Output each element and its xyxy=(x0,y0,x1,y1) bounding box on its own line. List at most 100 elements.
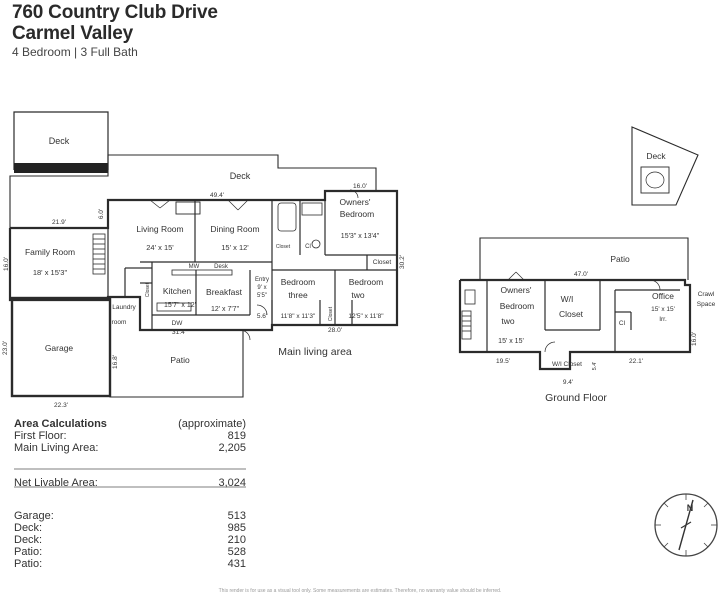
label-closet-small1: Closet xyxy=(145,282,151,297)
area-calculations: Area Calculations (approximate) First Fl… xyxy=(14,418,246,570)
label-bed3-2: three xyxy=(288,290,308,300)
dim-family-room: 18' x 15'3" xyxy=(33,268,68,277)
label-owners-2: Bedroom xyxy=(340,209,375,219)
dim-30-2: 30.2' xyxy=(399,255,406,269)
main-floor-plan xyxy=(8,111,399,398)
label-laundry-2: room xyxy=(112,319,127,326)
dim-31-4: 31.4' xyxy=(172,329,186,336)
dim-21-9: 21.9' xyxy=(52,219,66,226)
ground-interior-walls xyxy=(486,280,680,352)
label-deck-upper: Deck xyxy=(49,136,70,146)
kitchen-counter-icon xyxy=(171,269,233,276)
shower-icon xyxy=(301,202,323,216)
compass-north-label: N xyxy=(687,503,694,513)
area-net-value: 3,024 xyxy=(218,477,246,489)
label-dining-room: Dining Room xyxy=(210,224,259,234)
ground-patio-outline xyxy=(479,237,689,280)
area-label: Deck: xyxy=(14,522,43,534)
label-mw: MW xyxy=(189,264,200,270)
dim-ground-owners: 15' x 15' xyxy=(498,338,524,345)
toilet-icon xyxy=(311,239,321,249)
dim-living-room: 24' x 15' xyxy=(146,243,174,252)
ground-stairs-icon xyxy=(461,310,472,340)
area-label: Main Living Area: xyxy=(14,442,99,454)
label-breakfast: Breakfast xyxy=(206,287,243,297)
hot-tub-basin-icon xyxy=(645,171,665,189)
label-entry-2: 9' x xyxy=(257,285,266,291)
property-city: Carmel Valley xyxy=(12,23,133,44)
label-entry-1: Entry xyxy=(255,277,269,283)
label-closet-hall: Closet xyxy=(276,244,291,250)
area-net-row: Net Livable Area: 3,024 xyxy=(14,477,246,489)
upper-deck-outline xyxy=(13,111,109,170)
area-label: Patio: xyxy=(14,546,43,558)
label-ground-owners-2: Bedroom xyxy=(500,301,535,311)
label-wi-1: W/I xyxy=(561,294,574,304)
dim-owners: 15'3" x 13'4" xyxy=(341,233,380,240)
label-wi-2: Closet xyxy=(559,309,584,319)
deck-railing-bar xyxy=(14,163,108,173)
area-heading: Area Calculations xyxy=(14,418,107,430)
label-family-room: Family Room xyxy=(25,247,75,257)
ground-floor-labels: Deck Patio Owners' Bedroom two 15' x 15'… xyxy=(496,151,716,404)
label-office-irr: Irr. xyxy=(659,316,667,323)
area-value: 819 xyxy=(227,430,246,442)
label-ground-cl: Cl xyxy=(619,320,626,327)
door-swings xyxy=(149,189,359,341)
dim-ground-16-0: 16.0' xyxy=(691,332,698,346)
dim-49-4: 49.4' xyxy=(210,192,224,199)
dim-kitchen: 15'7" x 12' xyxy=(164,302,196,309)
label-ground-patio: Patio xyxy=(610,254,630,264)
label-office: Office xyxy=(652,291,674,301)
label-entry-3: 5'5" xyxy=(257,293,267,299)
dim-5-4: 5.4' xyxy=(592,362,598,371)
label-desk: Desk xyxy=(214,264,229,270)
area-label: Deck: xyxy=(14,534,43,546)
kitchen-island-icon xyxy=(156,302,192,312)
main-floor-labels: Deck Deck Family Room 18' x 15'3" Living… xyxy=(2,136,406,409)
area-heading-row: Area Calculations (approximate) xyxy=(14,418,246,430)
label-cl-main: Cl xyxy=(305,244,311,250)
ground-floor-plan xyxy=(458,126,699,371)
patio-outline xyxy=(109,330,244,398)
property-summary: 4 Bedroom | 3 Full Bath xyxy=(12,45,138,59)
dim-breakfast: 12' x 7'7" xyxy=(211,306,240,313)
label-patio-main: Patio xyxy=(170,355,190,365)
label-living-room: Living Room xyxy=(136,224,183,234)
ground-sink-icon xyxy=(464,289,476,305)
dim-office: 15' x 15' xyxy=(651,306,675,313)
dim-16-8: 16.8' xyxy=(112,355,119,369)
area-label: Garage: xyxy=(14,510,54,522)
label-dw: DW xyxy=(172,320,184,327)
dim-dining-room: 15' x 12' xyxy=(221,243,249,252)
label-owners-1: Owners' xyxy=(340,197,371,207)
area-net-label: Net Livable Area: xyxy=(14,477,98,489)
label-garage: Garage xyxy=(45,343,74,353)
label-closet-owner: Closet xyxy=(373,259,392,266)
dim-22-1: 22.1' xyxy=(629,358,643,365)
long-deck-outline xyxy=(9,154,377,228)
disclaimer: This render is for use as a visual tool … xyxy=(218,588,502,594)
dim-23-0: 23.0' xyxy=(2,341,9,355)
area-label: Patio: xyxy=(14,558,43,570)
label-bed2-1: Bedroom xyxy=(349,277,384,287)
property-address: 760 Country Club Drive xyxy=(12,2,218,23)
area-row: First Floor: 819 xyxy=(14,430,246,442)
label-ground-owners-3: two xyxy=(501,316,515,326)
area-value: 528 xyxy=(227,546,246,558)
label-bed2-2: two xyxy=(351,290,365,300)
ground-deck-outline xyxy=(631,126,699,206)
ground-floor-caption: Ground Floor xyxy=(545,392,607,404)
fireplace-icon xyxy=(175,201,201,215)
area-value: 2,205 xyxy=(218,442,246,454)
area-value: 985 xyxy=(227,522,246,534)
area-row: Patio: 431 xyxy=(14,558,246,570)
dim-6-0: 6.0' xyxy=(98,209,105,219)
dim-28-0: 28.0' xyxy=(328,327,342,334)
label-kitchen: Kitchen xyxy=(163,286,192,296)
dim-19-5: 19.5' xyxy=(496,358,510,365)
interior-walls xyxy=(107,191,397,330)
area-row: Deck: 985 xyxy=(14,522,246,534)
label-ground-deck: Deck xyxy=(646,151,666,161)
